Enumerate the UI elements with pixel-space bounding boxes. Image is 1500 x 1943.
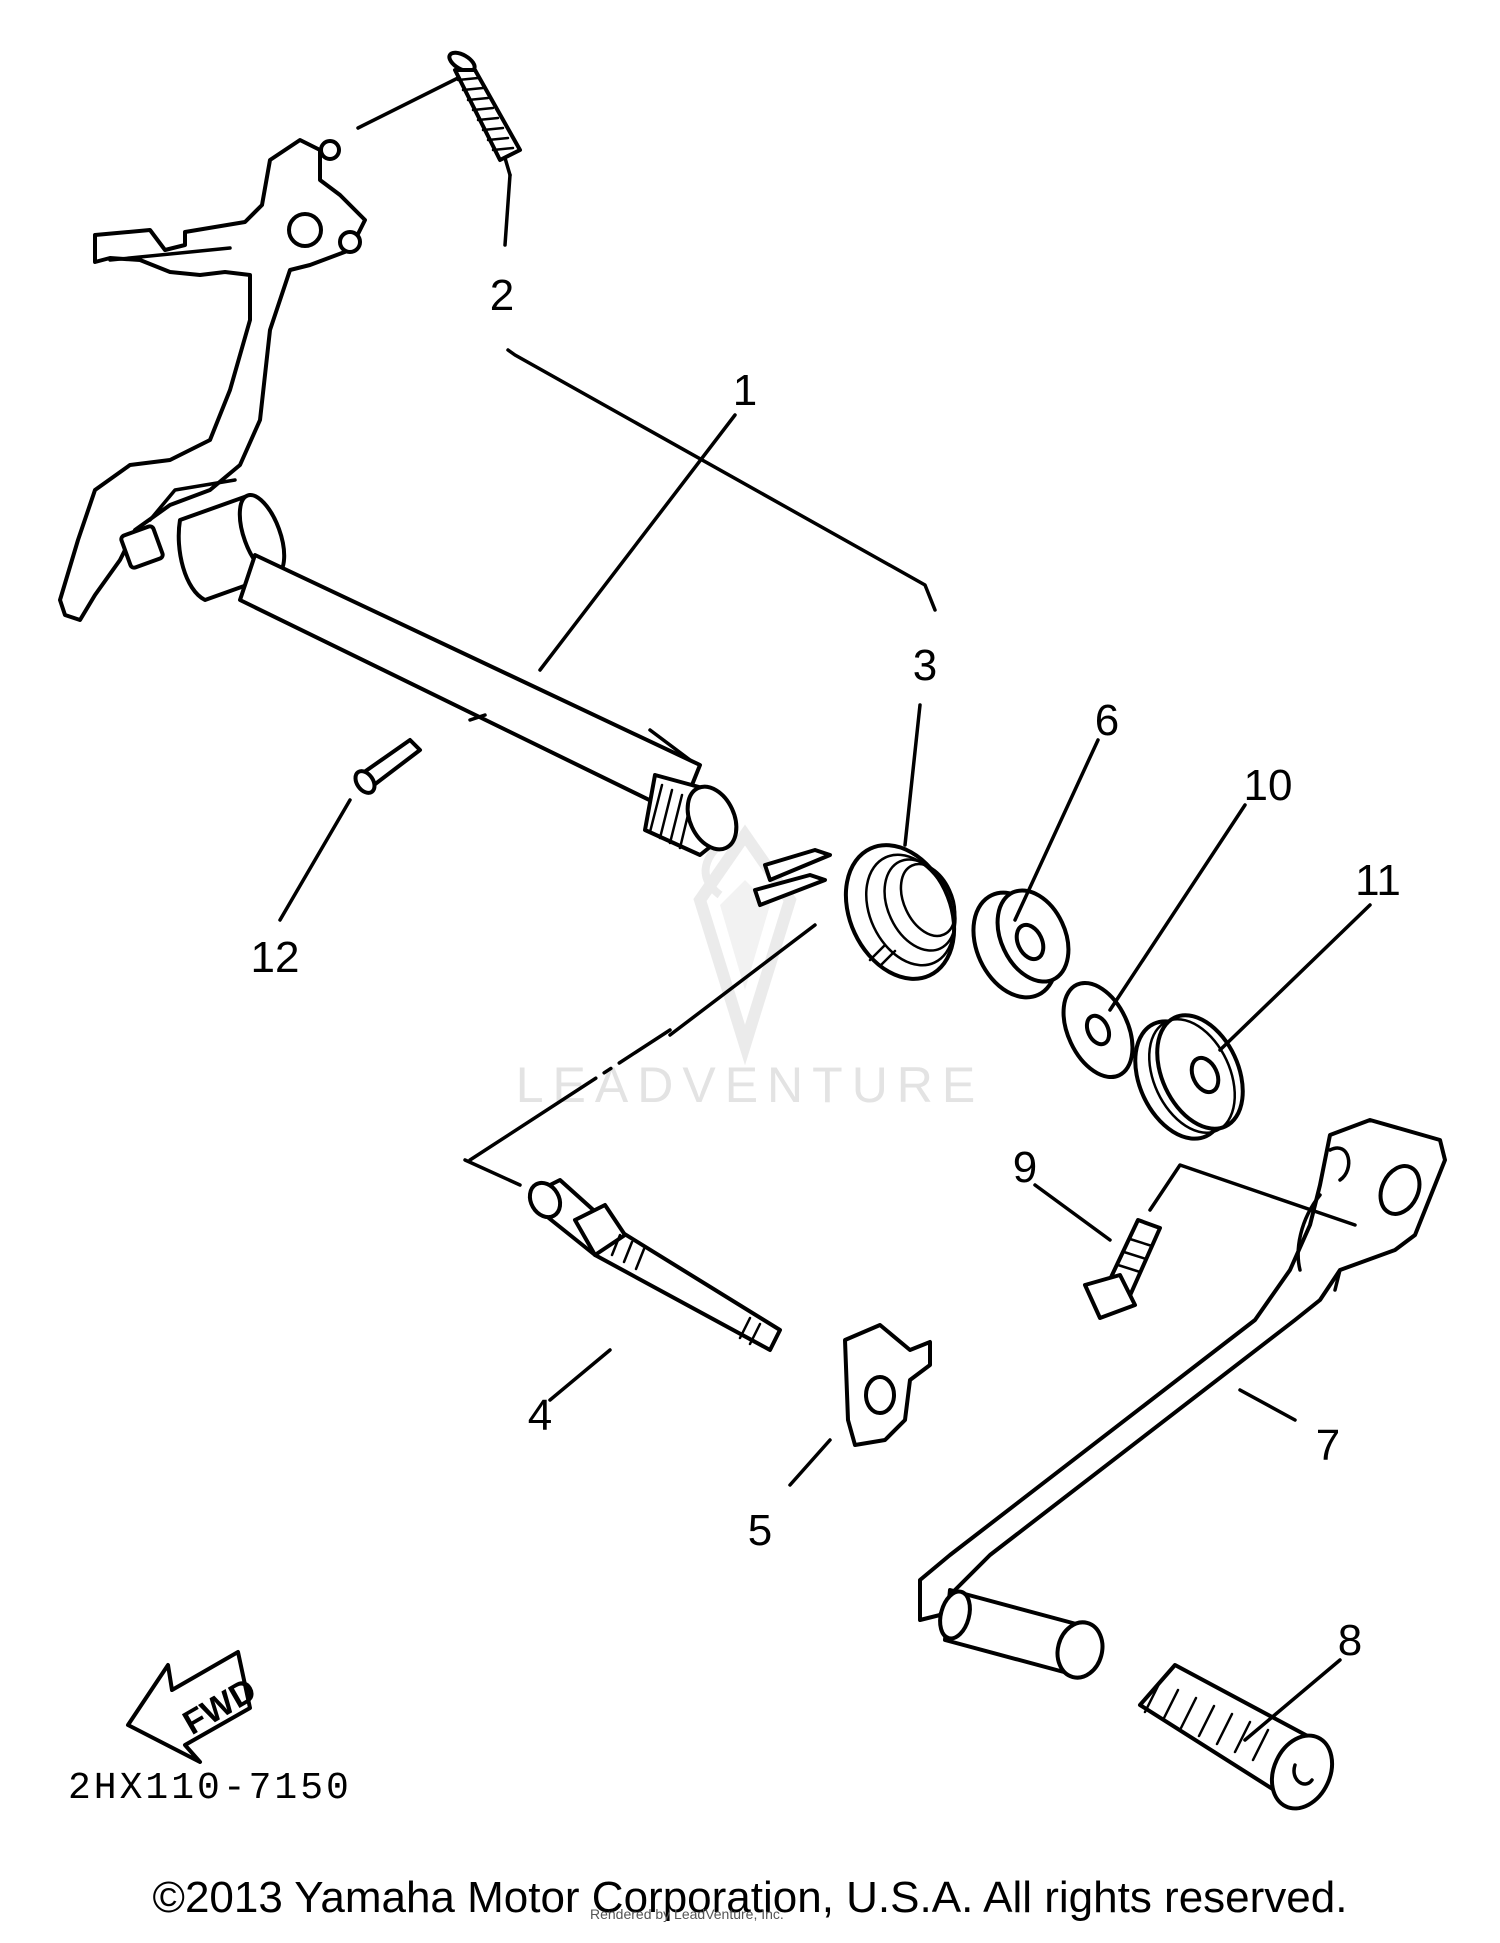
leader-7 bbox=[1238, 1388, 1297, 1422]
callout-9: 9 bbox=[1013, 1143, 1037, 1192]
callout-6: 6 bbox=[1095, 696, 1119, 745]
part-1-shift-shaft bbox=[58, 138, 739, 857]
leader-1 bbox=[538, 413, 737, 672]
leader-3-to-4-upper bbox=[668, 923, 817, 1037]
part-9-bolt bbox=[1083, 1218, 1162, 1320]
leader-spring-arm bbox=[356, 76, 460, 130]
leader-2-to-3 bbox=[506, 348, 937, 612]
part-4-stopper-bolt bbox=[527, 1178, 782, 1352]
callout-12: 12 bbox=[251, 933, 300, 982]
leader-3 bbox=[903, 703, 922, 847]
part-3-torsion-spring bbox=[753, 843, 957, 981]
fwd-arrow-icon bbox=[126, 1650, 252, 1764]
part-6-oil-seal bbox=[971, 888, 1071, 1000]
part-12-pin bbox=[353, 738, 422, 795]
leader-12 bbox=[278, 798, 352, 922]
leadventure-watermark: LEADVENTURE bbox=[516, 824, 985, 1113]
callout-4: 4 bbox=[528, 1391, 552, 1440]
callout-5: 5 bbox=[748, 1506, 772, 1555]
part-7-shift-pedal bbox=[918, 1118, 1447, 1680]
fwd-direction-arrow: FWD bbox=[126, 1650, 263, 1764]
leader-lines bbox=[278, 76, 1372, 1742]
callout-8: 8 bbox=[1338, 1616, 1362, 1665]
leader-6 bbox=[1013, 738, 1100, 922]
callout-2: 2 bbox=[490, 271, 514, 320]
callout-1: 1 bbox=[733, 366, 757, 415]
copyright-notice: ©2013 Yamaha Motor Corporation, U.S.A. A… bbox=[152, 1873, 1348, 1922]
rendered-by-notice: Rendered by LeadVenture, Inc. bbox=[590, 1906, 784, 1922]
part-11-oil-seal bbox=[1133, 1013, 1245, 1141]
leader-8 bbox=[1243, 1658, 1342, 1742]
leader-5 bbox=[788, 1438, 832, 1487]
leader-12-upper bbox=[468, 713, 487, 722]
leader-3-to-4-lower bbox=[463, 1158, 522, 1187]
leader-4 bbox=[548, 1348, 612, 1402]
leader-9-to-7 bbox=[1148, 1163, 1357, 1227]
leader-2 bbox=[503, 173, 512, 247]
leader-3-to-4-mid bbox=[468, 1028, 672, 1162]
leader-10 bbox=[1108, 803, 1247, 1012]
part-8-pedal-rubber bbox=[1138, 1663, 1335, 1811]
part-10-washer bbox=[1061, 980, 1135, 1080]
callout-11: 11 bbox=[1355, 856, 1401, 905]
diagram-part-code: 2HX110-7150 bbox=[68, 1767, 352, 1810]
callout-labels: 1 2 3 4 5 6 7 8 9 10 11 12 bbox=[251, 271, 1401, 1665]
callout-3: 3 bbox=[913, 641, 937, 690]
leader-9 bbox=[1033, 1183, 1112, 1242]
callout-7: 7 bbox=[1316, 1421, 1340, 1470]
callout-10: 10 bbox=[1244, 761, 1293, 810]
leader-11 bbox=[1218, 903, 1372, 1052]
watermark-text: LEADVENTURE bbox=[516, 1057, 985, 1113]
part-2-spring bbox=[447, 50, 522, 177]
part-5-lock-washer bbox=[843, 1323, 932, 1447]
